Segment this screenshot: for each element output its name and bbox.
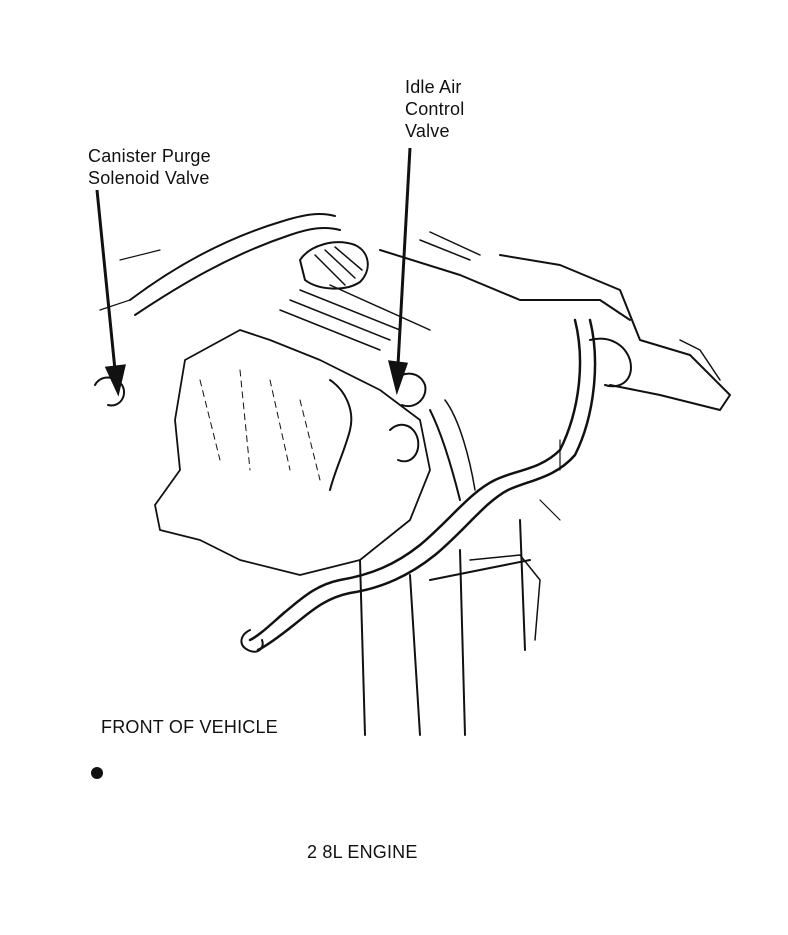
front-of-vehicle-label: FRONT OF VEHICLE <box>101 717 278 737</box>
engine-block <box>154 329 431 576</box>
right-components <box>499 254 731 411</box>
canister-purge-label: Canister Purge Solenoid Valve <box>88 145 211 189</box>
engine-caption: 2 8L ENGINE <box>307 842 418 862</box>
canister-arrowhead <box>104 364 126 397</box>
plenum <box>279 284 431 351</box>
wiring-harness <box>248 318 582 642</box>
iac-line-2: Control <box>405 99 465 119</box>
purge-valve <box>94 376 126 407</box>
idle-air-control-label: Idle Air Control Valve <box>405 76 464 142</box>
canister-purge-line-1: Canister Purge <box>88 146 211 166</box>
iac-valve <box>394 372 427 408</box>
canister-purge-line-2: Solenoid Valve <box>88 168 210 188</box>
throttle-body <box>299 241 369 290</box>
canister-arrow <box>95 189 117 371</box>
iac-line-3: Valve <box>405 121 450 141</box>
lower-block <box>359 519 531 736</box>
front-indicator-dot <box>91 767 103 779</box>
iac-arrow <box>396 147 412 366</box>
iac-arrowhead <box>388 360 409 396</box>
iac-line-1: Idle Air <box>405 77 462 97</box>
upper-hose <box>129 213 336 301</box>
